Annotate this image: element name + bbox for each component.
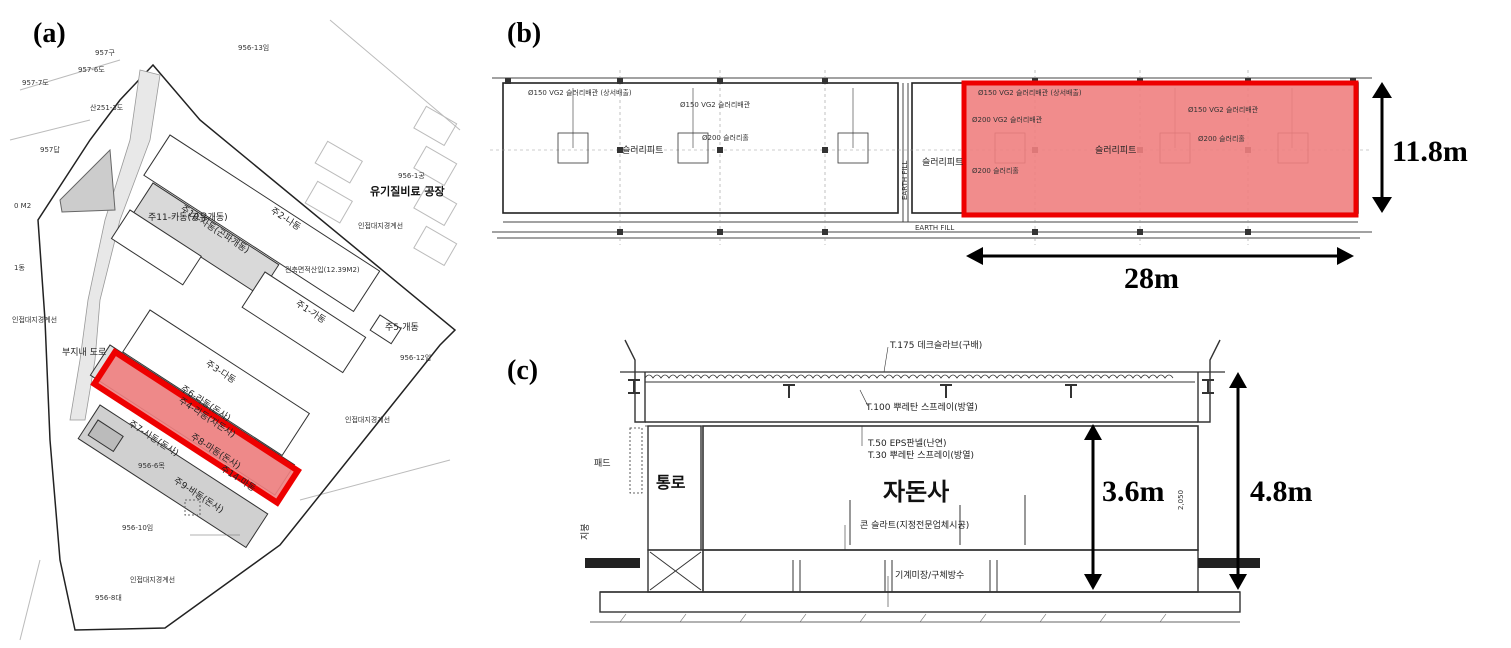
corridor-label: 통로 <box>656 473 686 492</box>
spray-annotation: T.100 뿌레탄 스프레이(방열) <box>865 402 978 413</box>
outer-height-dimension: 4.8m <box>1250 475 1313 508</box>
panel-label-b: (b) <box>507 18 542 49</box>
panel-label-a: (a) <box>33 18 66 49</box>
slat-annotation: 콘 슬라트(지정전문업체시공) <box>860 520 969 531</box>
fill-label: EARTH FILL <box>915 224 954 232</box>
parcel-lines <box>9 19 461 641</box>
pipe-note: Ø150 VG2 슬러리배관 (상서배출) <box>978 88 1082 97</box>
roof-deck <box>644 374 1174 379</box>
outer-height-arrow <box>1229 372 1247 590</box>
site-boundary <box>37 63 457 631</box>
barn-left <box>502 82 899 214</box>
pipe-note: Ø150 VG2 슬러리배관 (상서배출) <box>528 88 632 97</box>
note-label: 0 M2 <box>14 202 31 210</box>
parcel-label: 956-6목 <box>138 462 165 470</box>
pit-label: 슬러리피트 <box>922 157 963 168</box>
parcel-label: 956-8대 <box>95 594 122 602</box>
main-room-label: 자돈사 <box>883 478 949 506</box>
building-label: 주11-카동(공유개동) <box>148 212 228 223</box>
parcel-label: 956-10임 <box>122 524 153 532</box>
factory-label: 유기질비료 공장 <box>370 184 445 198</box>
height-dimension: 11.8m <box>1392 135 1468 168</box>
note-label: 인접대지경계선 <box>130 575 175 584</box>
panel-label-c: (c) <box>507 355 539 386</box>
pit-label: 슬러리피트 <box>1095 145 1136 156</box>
floor-annotation: 기계미장/구체방수 <box>895 569 964 581</box>
highlighted-building-a <box>90 347 302 507</box>
pit-label: 슬러리피트 <box>622 145 663 156</box>
side-annotation: 지붕 <box>580 523 591 540</box>
parcel-label: 956-1공 <box>398 172 425 180</box>
roof-annotation: T.175 데크슬라브(구배) <box>889 340 982 351</box>
parcel-label: 산251-3도 <box>90 103 124 112</box>
pipe-note: Ø150 VG2 슬러리배관 <box>680 100 751 109</box>
pipe-note: Ø200 슬러리홀 <box>1198 134 1245 143</box>
pad-annotation: 패드 <box>594 458 611 469</box>
inner-height-dimension: 3.6m <box>1102 475 1165 508</box>
note-label: 건축면적산입(12.39M2) <box>285 265 360 274</box>
note-label: 1동 <box>14 264 25 272</box>
parcel-label: 956-12임 <box>400 354 431 362</box>
pipe-note: Ø200 슬러리홀 <box>972 166 1019 175</box>
height-arrow <box>1372 82 1392 213</box>
access-road <box>69 69 161 421</box>
length-dimension: 28m <box>1124 262 1179 295</box>
pipe-note: Ø150 VG2 슬러리배관 <box>1188 105 1259 114</box>
note-label: 인접대지경계선 <box>358 221 403 230</box>
building-label: 주5-개동 <box>385 322 419 333</box>
parcel-label: 957-7도 <box>22 79 49 87</box>
pipe-note: Ø200 슬러리홀 <box>702 133 749 142</box>
length-arrow <box>966 247 1354 265</box>
fill-label: EARTH FILL <box>901 161 909 200</box>
parcel-label: 957구 <box>95 49 115 57</box>
parcel-label: 957답 <box>40 145 60 154</box>
note-label: 인접대지경계선 <box>345 415 390 424</box>
eps-annotation: T.50 EPS판넬(난연) <box>867 437 947 449</box>
road-label: 부지내 도로 <box>62 347 106 358</box>
inner-dim-text: 2,050 <box>1177 490 1185 510</box>
parcel-label: 956-13임 <box>238 44 269 52</box>
parcel-label: 957-6도 <box>78 66 105 74</box>
pipe-note: Ø200 VG2 슬러리배관 <box>972 115 1043 124</box>
spray2-annotation: T.30 뿌레탄 스프레이(방열) <box>867 450 974 461</box>
note-label: 인접대지경계선 <box>12 315 57 324</box>
highlighted-pit-area <box>961 80 1359 218</box>
inner-height-arrow <box>1084 424 1102 590</box>
hatched-area <box>59 148 116 213</box>
